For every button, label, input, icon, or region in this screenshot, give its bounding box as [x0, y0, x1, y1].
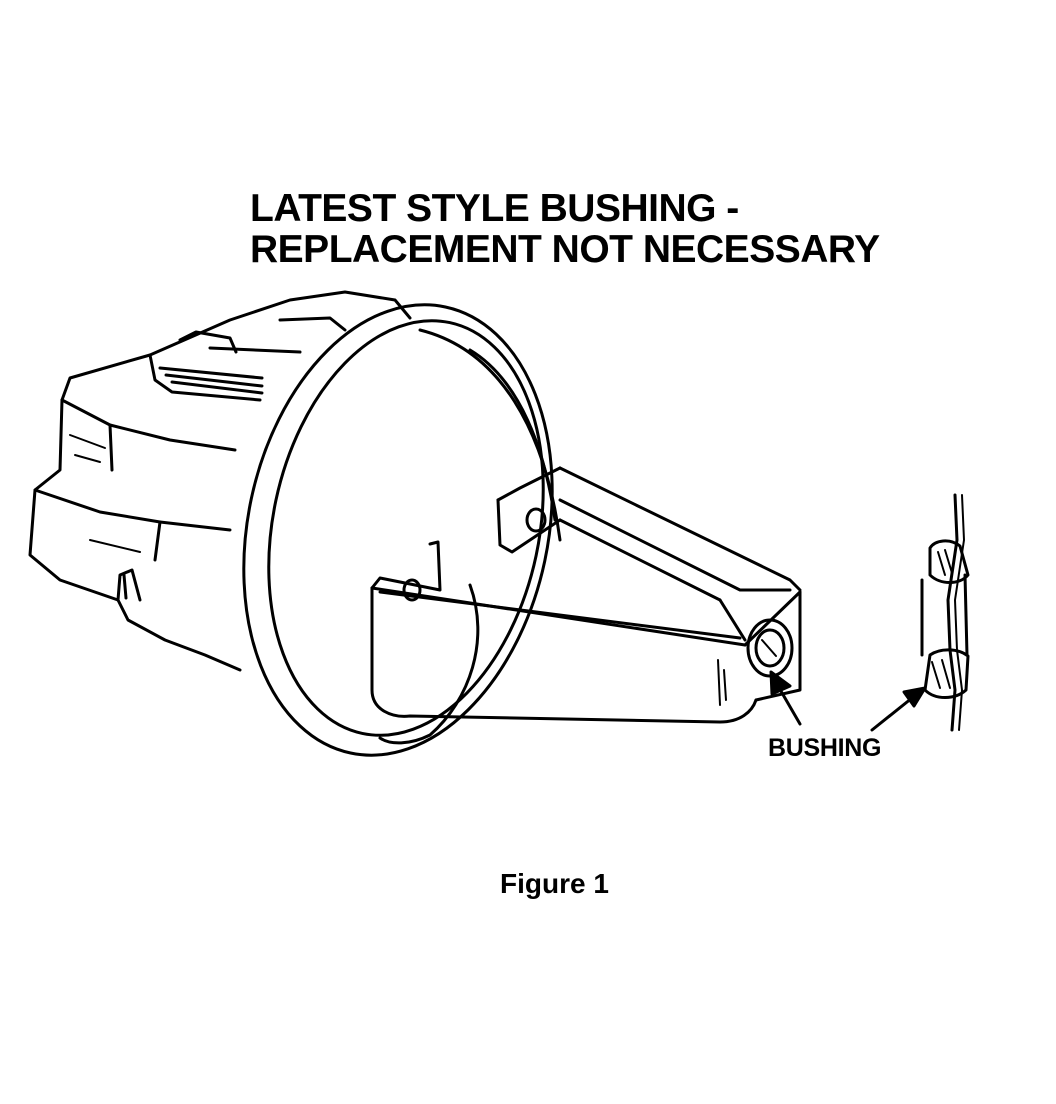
bushing-end	[746, 618, 794, 678]
diaphragm-can	[378, 328, 562, 745]
vacuum-advance-bushing-illustration	[28, 290, 970, 757]
diaphragm-flange	[242, 303, 554, 757]
title-line-2: REPLACEMENT NOT NECESSARY	[250, 228, 880, 271]
bracket-arm	[370, 466, 802, 724]
housing-body	[28, 290, 412, 672]
figure-caption: Figure 1	[500, 868, 609, 899]
bushing-cross-section	[920, 493, 970, 732]
cross-section-callout-arrow	[870, 686, 927, 732]
bushing-label: BUSHING	[768, 734, 882, 762]
title-line-1: LATEST STYLE BUSHING -	[250, 187, 739, 230]
diagram-title: LATEST STYLE BUSHING - REPLACEMENT NOT N…	[250, 188, 970, 270]
bushing-callout-arrow	[769, 670, 802, 726]
